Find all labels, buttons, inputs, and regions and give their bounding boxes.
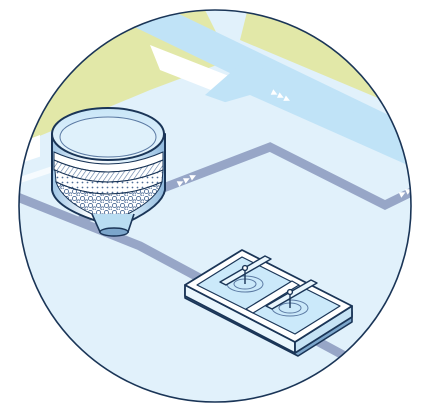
illustration-canvas — [0, 0, 430, 412]
scene-contents — [0, 0, 430, 412]
water-treatment-illustration — [0, 0, 430, 412]
